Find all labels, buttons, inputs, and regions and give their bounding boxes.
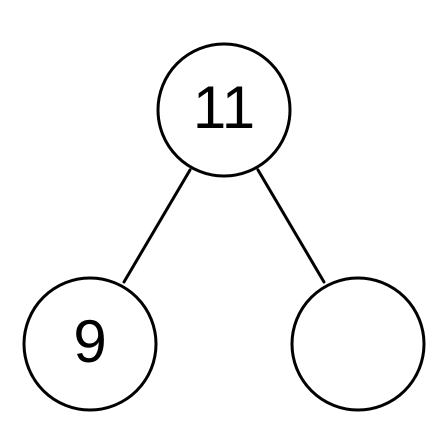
left-child-node-label: 9 (73, 308, 106, 375)
edge-root-left (122, 168, 192, 284)
root-node-label: 11 (193, 74, 255, 141)
root-node-circle (156, 42, 292, 178)
edge-root-right (256, 168, 326, 284)
root-node: 11 (156, 42, 292, 178)
right-child-node-circle (290, 276, 426, 412)
left-child-node-circle (22, 276, 158, 412)
right-child-node (290, 276, 426, 412)
left-child-node: 9 (22, 276, 158, 412)
